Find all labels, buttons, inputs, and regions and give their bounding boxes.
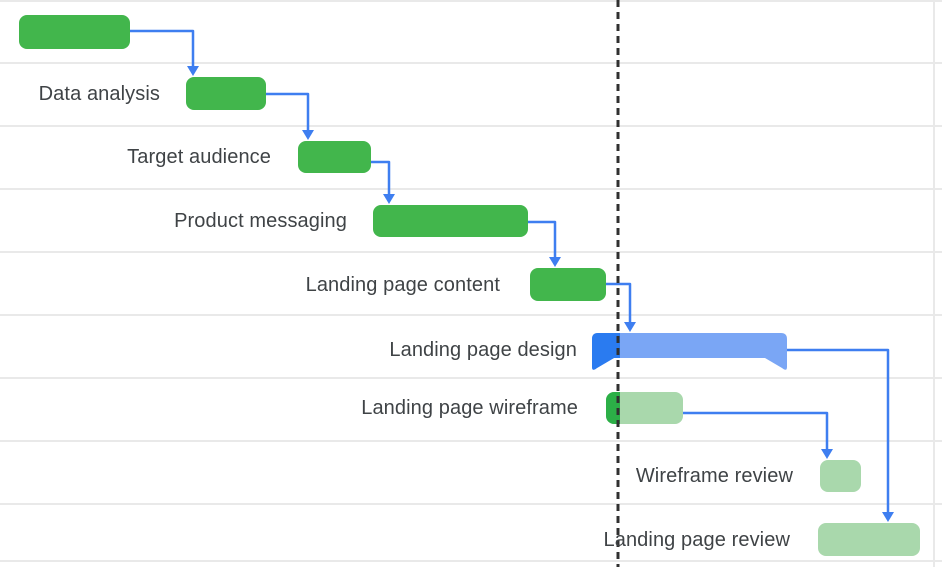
task-bar[interactable] [606,392,683,424]
task-label: Landing page content [305,273,500,296]
task-label: Wireframe review [635,465,793,487]
dependency-arrowhead-icon [549,257,561,267]
dependency-connector [130,29,195,68]
task-label: Landing page wireframe [361,397,578,419]
dependency-connector [606,282,632,324]
task-bar[interactable] [19,15,130,49]
task-label: Landing page review [603,528,790,551]
dependency-arrowhead-icon [187,66,199,76]
dependency-connector [528,220,557,259]
task-label: Target audience [127,146,271,168]
task-bar[interactable] [298,141,371,173]
dependency-connector [683,411,829,451]
summary-progress [592,333,620,370]
dependency-arrowhead-icon [302,130,314,140]
task-bar[interactable] [818,523,920,556]
task-label: Landing page design [389,338,577,361]
dependency-connector [787,348,890,514]
task-bar[interactable] [373,205,528,237]
dependency-arrowhead-icon [383,194,395,204]
task-label: Product messaging [174,210,347,232]
task-label: Data analysis [38,82,160,105]
summary-bar[interactable] [592,333,787,370]
dependency-arrowhead-icon [624,322,636,332]
dependency-arrowhead-icon [882,512,894,522]
dependency-connector [266,92,310,132]
task-bar[interactable] [530,268,606,301]
dependency-connector [371,160,391,196]
task-bar[interactable] [820,460,861,492]
task-bar[interactable] [186,77,266,110]
dependency-arrowhead-icon [821,449,833,459]
